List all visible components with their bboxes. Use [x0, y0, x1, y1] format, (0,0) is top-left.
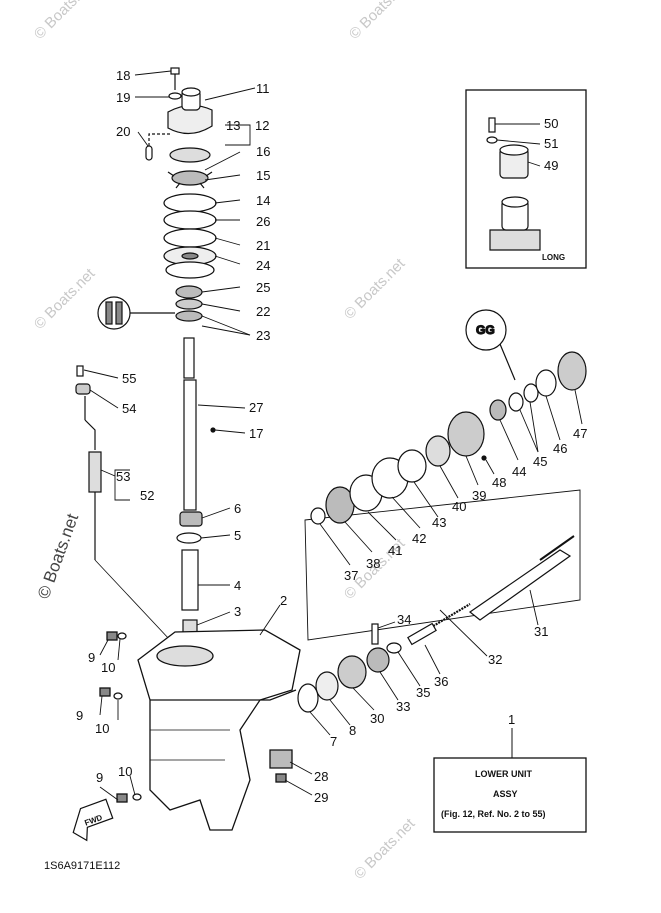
callout-9a: 9 [88, 650, 95, 665]
reverse-gear-stack: GG [310, 309, 587, 525]
callout-31: 31 [534, 624, 548, 639]
callout-29: 29 [314, 790, 328, 805]
callout-8: 8 [349, 723, 356, 738]
callout-27: 27 [249, 400, 263, 415]
callout-16: 16 [256, 144, 270, 159]
callout-17: 17 [249, 426, 263, 441]
callout-30: 30 [370, 711, 384, 726]
callout-19: 19 [116, 90, 130, 105]
assy-line2: ASSY [493, 789, 518, 799]
callout-42: 42 [412, 531, 426, 546]
callout-14: 14 [256, 193, 270, 208]
callout-55: 55 [122, 371, 136, 386]
callout-20: 20 [116, 124, 130, 139]
callout-38: 38 [366, 556, 380, 571]
shift-rod-assembly [75, 365, 171, 641]
fwd-arrow: FWD [72, 798, 114, 842]
callout-37: 37 [344, 568, 358, 583]
callout-10b: 10 [95, 721, 109, 736]
callout-48: 48 [492, 475, 506, 490]
watermark: © Boats.net [351, 815, 419, 883]
drive-shaft [176, 337, 216, 635]
callout-32: 32 [488, 652, 502, 667]
assy-box: LOWER UNIT ASSY (Fig. 12, Ref. No. 2 to … [433, 712, 587, 833]
leader-lines [83, 70, 583, 801]
water-pump-assembly [97, 67, 217, 330]
callout-52: 52 [140, 488, 154, 503]
callout-34: 34 [397, 612, 411, 627]
watermark: © Boats.net [346, 0, 414, 43]
callout-25: 25 [256, 280, 270, 295]
callout-labels: 18 19 11 20 13 12 16 15 14 26 21 24 25 2… [76, 68, 587, 805]
callout-47: 47 [573, 426, 587, 441]
lower-case [99, 629, 301, 831]
callout-15: 15 [256, 168, 270, 183]
callout-45: 45 [533, 454, 547, 469]
watermark: © Boats.net [31, 265, 99, 333]
callout-43: 43 [432, 515, 446, 530]
callout-6: 6 [234, 501, 241, 516]
callout-49: 49 [544, 158, 558, 173]
callout-39: 39 [472, 488, 486, 503]
callout-10a: 10 [101, 660, 115, 675]
callout-2: 2 [280, 593, 287, 608]
inset-label: LONG [542, 253, 565, 262]
callout-33: 33 [396, 699, 410, 714]
callout-54: 54 [122, 401, 136, 416]
callout-35: 35 [416, 685, 430, 700]
callout-53: 53 [116, 469, 130, 484]
callout-5: 5 [234, 528, 241, 543]
callout-9b: 9 [76, 708, 83, 723]
callout-40: 40 [452, 499, 466, 514]
assy-number: 1 [508, 712, 515, 727]
callout-21: 21 [256, 238, 270, 253]
inset-long-shaft: LONG [465, 89, 587, 269]
callout-18: 18 [116, 68, 130, 83]
watermark: © Boats.net [34, 511, 82, 601]
callout-12: 12 [255, 118, 269, 133]
callout-51: 51 [544, 136, 558, 151]
callout-26: 26 [256, 214, 270, 229]
svg-text:GG: GG [476, 323, 495, 337]
watermark: © Boats.net [341, 255, 409, 323]
callout-9c: 9 [96, 770, 103, 785]
callout-22: 22 [256, 304, 270, 319]
watermark: © Boats.net [31, 0, 99, 43]
callout-3: 3 [234, 604, 241, 619]
callout-41: 41 [388, 543, 402, 558]
callout-44: 44 [512, 464, 526, 479]
drawing-code: 1S6A9171E112 [44, 860, 120, 872]
callout-13: 13 [226, 118, 240, 133]
propeller-shaft-frame [297, 489, 581, 713]
callout-4: 4 [234, 578, 241, 593]
assy-line1: LOWER UNIT [475, 769, 532, 779]
callout-23: 23 [256, 328, 270, 343]
callout-28: 28 [314, 769, 328, 784]
callout-24: 24 [256, 258, 270, 273]
callout-7: 7 [330, 734, 337, 749]
callout-36: 36 [434, 674, 448, 689]
callout-10c: 10 [118, 764, 132, 779]
assy-line3: (Fig. 12, Ref. No. 2 to 55) [441, 809, 546, 819]
callout-50: 50 [544, 116, 558, 131]
callout-11: 11 [256, 81, 270, 96]
callout-46: 46 [553, 441, 567, 456]
